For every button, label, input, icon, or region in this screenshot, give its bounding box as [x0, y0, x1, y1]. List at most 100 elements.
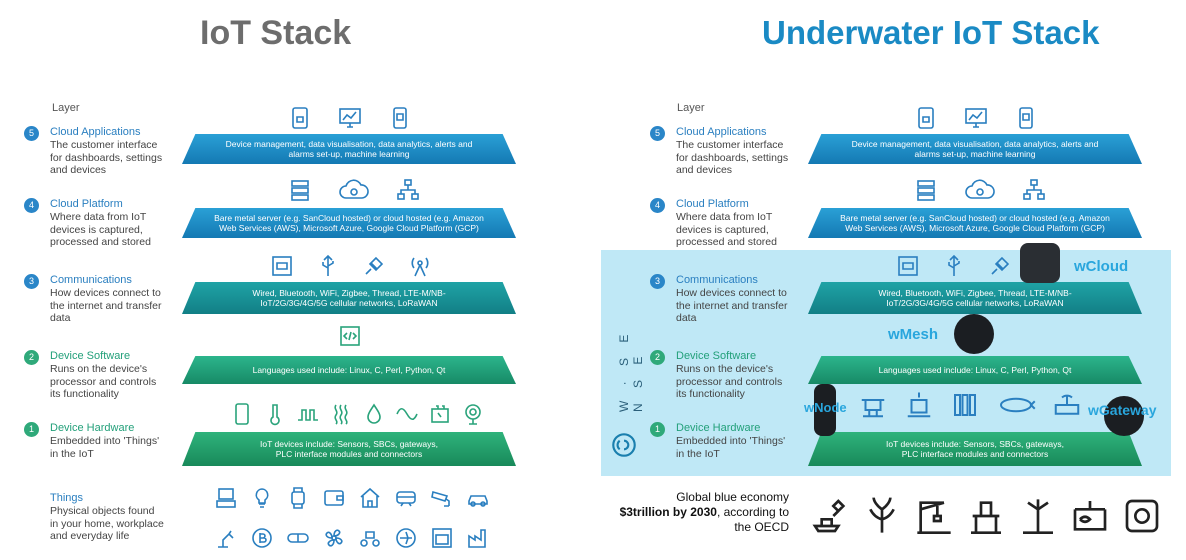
slab-device-software: Languages used include: Linux, C, Perl, …	[182, 356, 516, 384]
layer-number: 1	[650, 422, 665, 437]
things-title: Things	[50, 492, 84, 504]
left-layer-5: 5 Cloud Applications The customer interf…	[24, 126, 164, 177]
layer-title: Cloud Applications	[50, 126, 141, 138]
train-icon	[394, 486, 418, 510]
things-icons-row-2	[214, 526, 490, 550]
slab-text: Device management, data visualisation, d…	[851, 138, 1099, 160]
slab-text: Wired, Bluetooth, WiFi, Zigbee, Thread, …	[878, 287, 1072, 309]
network-icon	[396, 178, 420, 202]
right-layer-2: 2 Device Software Runs on the device's p…	[650, 350, 790, 401]
cloud-apps-icons	[914, 106, 1038, 130]
wmesh-device	[954, 314, 994, 354]
left-things: Things Physical objects found in your ho…	[24, 492, 164, 543]
wsense-vertical-brand: W · S E N S E	[617, 328, 645, 412]
slab-text: Bare metal server (e.g. SanCloud hosted)…	[214, 212, 484, 234]
cloud-gear-icon	[338, 178, 370, 202]
heat-wave-icon	[329, 402, 353, 426]
economy-line-3: the OECD	[734, 520, 789, 534]
thermometer-icon	[263, 402, 287, 426]
slab-cloud-platform: Bare metal server (e.g. SanCloud hosted)…	[182, 208, 516, 238]
layer-desc: How devices connect to the internet and …	[50, 287, 162, 324]
water-drop-icon	[362, 402, 386, 426]
kelp-icon	[862, 494, 902, 538]
layer-title: Communications	[50, 274, 132, 286]
ethernet-icon	[896, 254, 920, 278]
router-icon	[1052, 390, 1082, 420]
device-hardware-icons	[230, 402, 485, 426]
satellite-ship-icon	[810, 494, 850, 538]
layer-desc: The customer interface for dashboards, s…	[50, 139, 163, 176]
slab-text: Languages used include: Linux, C, Perl, …	[878, 364, 1072, 375]
communications-icons	[270, 254, 432, 278]
wmesh-label: wMesh	[888, 326, 939, 343]
layer-number: 4	[24, 198, 39, 213]
slab-text: IoT devices include: Sensors, SBCs, gate…	[886, 438, 1064, 460]
slab-text: IoT devices include: Sensors, SBCs, gate…	[260, 438, 438, 460]
cloud-apps-icons	[288, 106, 412, 130]
blue-economy-icons	[810, 494, 1162, 538]
cloud-platform-icons	[914, 178, 1046, 202]
smartwatch-icon	[286, 486, 310, 510]
things-desc: Physical objects found in your home, wor…	[50, 505, 164, 542]
pos-terminal-icon	[214, 486, 238, 510]
economy-line-1: Global blue economy	[676, 490, 789, 504]
factory-icon	[466, 526, 490, 550]
wgateway-device	[1104, 396, 1144, 436]
slab-cloud-platform: Bare metal server (e.g. SanCloud hosted)…	[808, 208, 1142, 238]
antenna-icon	[408, 254, 432, 278]
plug-icon	[362, 254, 386, 278]
cylinder-array-icon	[950, 390, 980, 420]
cloud-platform-icons	[288, 178, 420, 202]
wnode-device	[814, 384, 836, 436]
left-layer-2: 2 Device Software Runs on the device's p…	[24, 350, 164, 401]
layer-desc: How devices connect to the internet and …	[676, 287, 788, 324]
device-hardware-icons	[858, 390, 1082, 420]
communications-icons	[896, 254, 1012, 278]
slab-text: Bare metal server (e.g. SanCloud hosted)…	[840, 212, 1110, 234]
wnode-label: wNode	[804, 400, 847, 415]
layer-title: Device Hardware	[676, 422, 761, 434]
ethernet-icon	[270, 254, 294, 278]
slab-device-hardware: IoT devices include: Sensors, SBCs, gate…	[182, 432, 516, 466]
layer-desc: Runs on the device's processor and contr…	[50, 363, 157, 400]
layer-number: 1	[24, 422, 39, 437]
right-layer-5: 5 Cloud Applications The customer interf…	[650, 126, 790, 177]
slab-communications: Wired, Bluetooth, WiFi, Zigbee, Thread, …	[808, 282, 1142, 314]
house-icon	[358, 486, 382, 510]
right-title: Underwater IoT Stack	[762, 14, 1100, 51]
slab-text: Device management, data visualisation, d…	[225, 138, 473, 160]
bitcoin-icon	[250, 526, 274, 550]
battery-icon	[428, 402, 452, 426]
layer-title: Device Software	[50, 350, 131, 362]
usb-icon	[316, 254, 340, 278]
oven-icon	[430, 526, 454, 550]
wcloud-label: wCloud	[1074, 258, 1129, 275]
device-software-icons	[338, 324, 362, 348]
layer-number: 3	[650, 274, 665, 289]
buoy-icon	[858, 390, 888, 420]
port-crane-icon	[914, 494, 954, 538]
slab-device-hardware: IoT devices include: Sensors, SBCs, gate…	[808, 432, 1142, 466]
monitor-chart-icon	[964, 106, 988, 130]
left-layer-heading: Layer	[52, 102, 80, 114]
slab-text: Wired, Bluetooth, WiFi, Zigbee, Thread, …	[252, 287, 446, 309]
pulse-icon	[296, 402, 320, 426]
slab-text: Languages used include: Linux, C, Perl, …	[252, 364, 446, 375]
wind-turbine-icon	[1018, 494, 1058, 538]
wallet-icon	[322, 486, 346, 510]
wcloud-device	[1020, 243, 1060, 283]
fan-icon	[322, 526, 346, 550]
layer-desc: The customer interface for dashboards, s…	[676, 139, 789, 176]
lightbulb-icon	[250, 486, 274, 510]
layer-title: Cloud Applications	[676, 126, 767, 138]
layer-number: 5	[650, 126, 665, 141]
layer-title: Communications	[676, 274, 758, 286]
phone-icon	[388, 106, 412, 130]
plug-icon	[988, 254, 1012, 278]
right-layer-1: 1 Device Hardware Embedded into 'Things'…	[650, 422, 790, 460]
layer-number: 5	[24, 126, 39, 141]
underwater-sensor-icon	[904, 390, 934, 420]
phone-icon	[1014, 106, 1038, 130]
layer-desc: Where data from IoT devices is captured,…	[50, 211, 151, 248]
layer-desc: Embedded into 'Things' in the IoT	[50, 435, 160, 460]
